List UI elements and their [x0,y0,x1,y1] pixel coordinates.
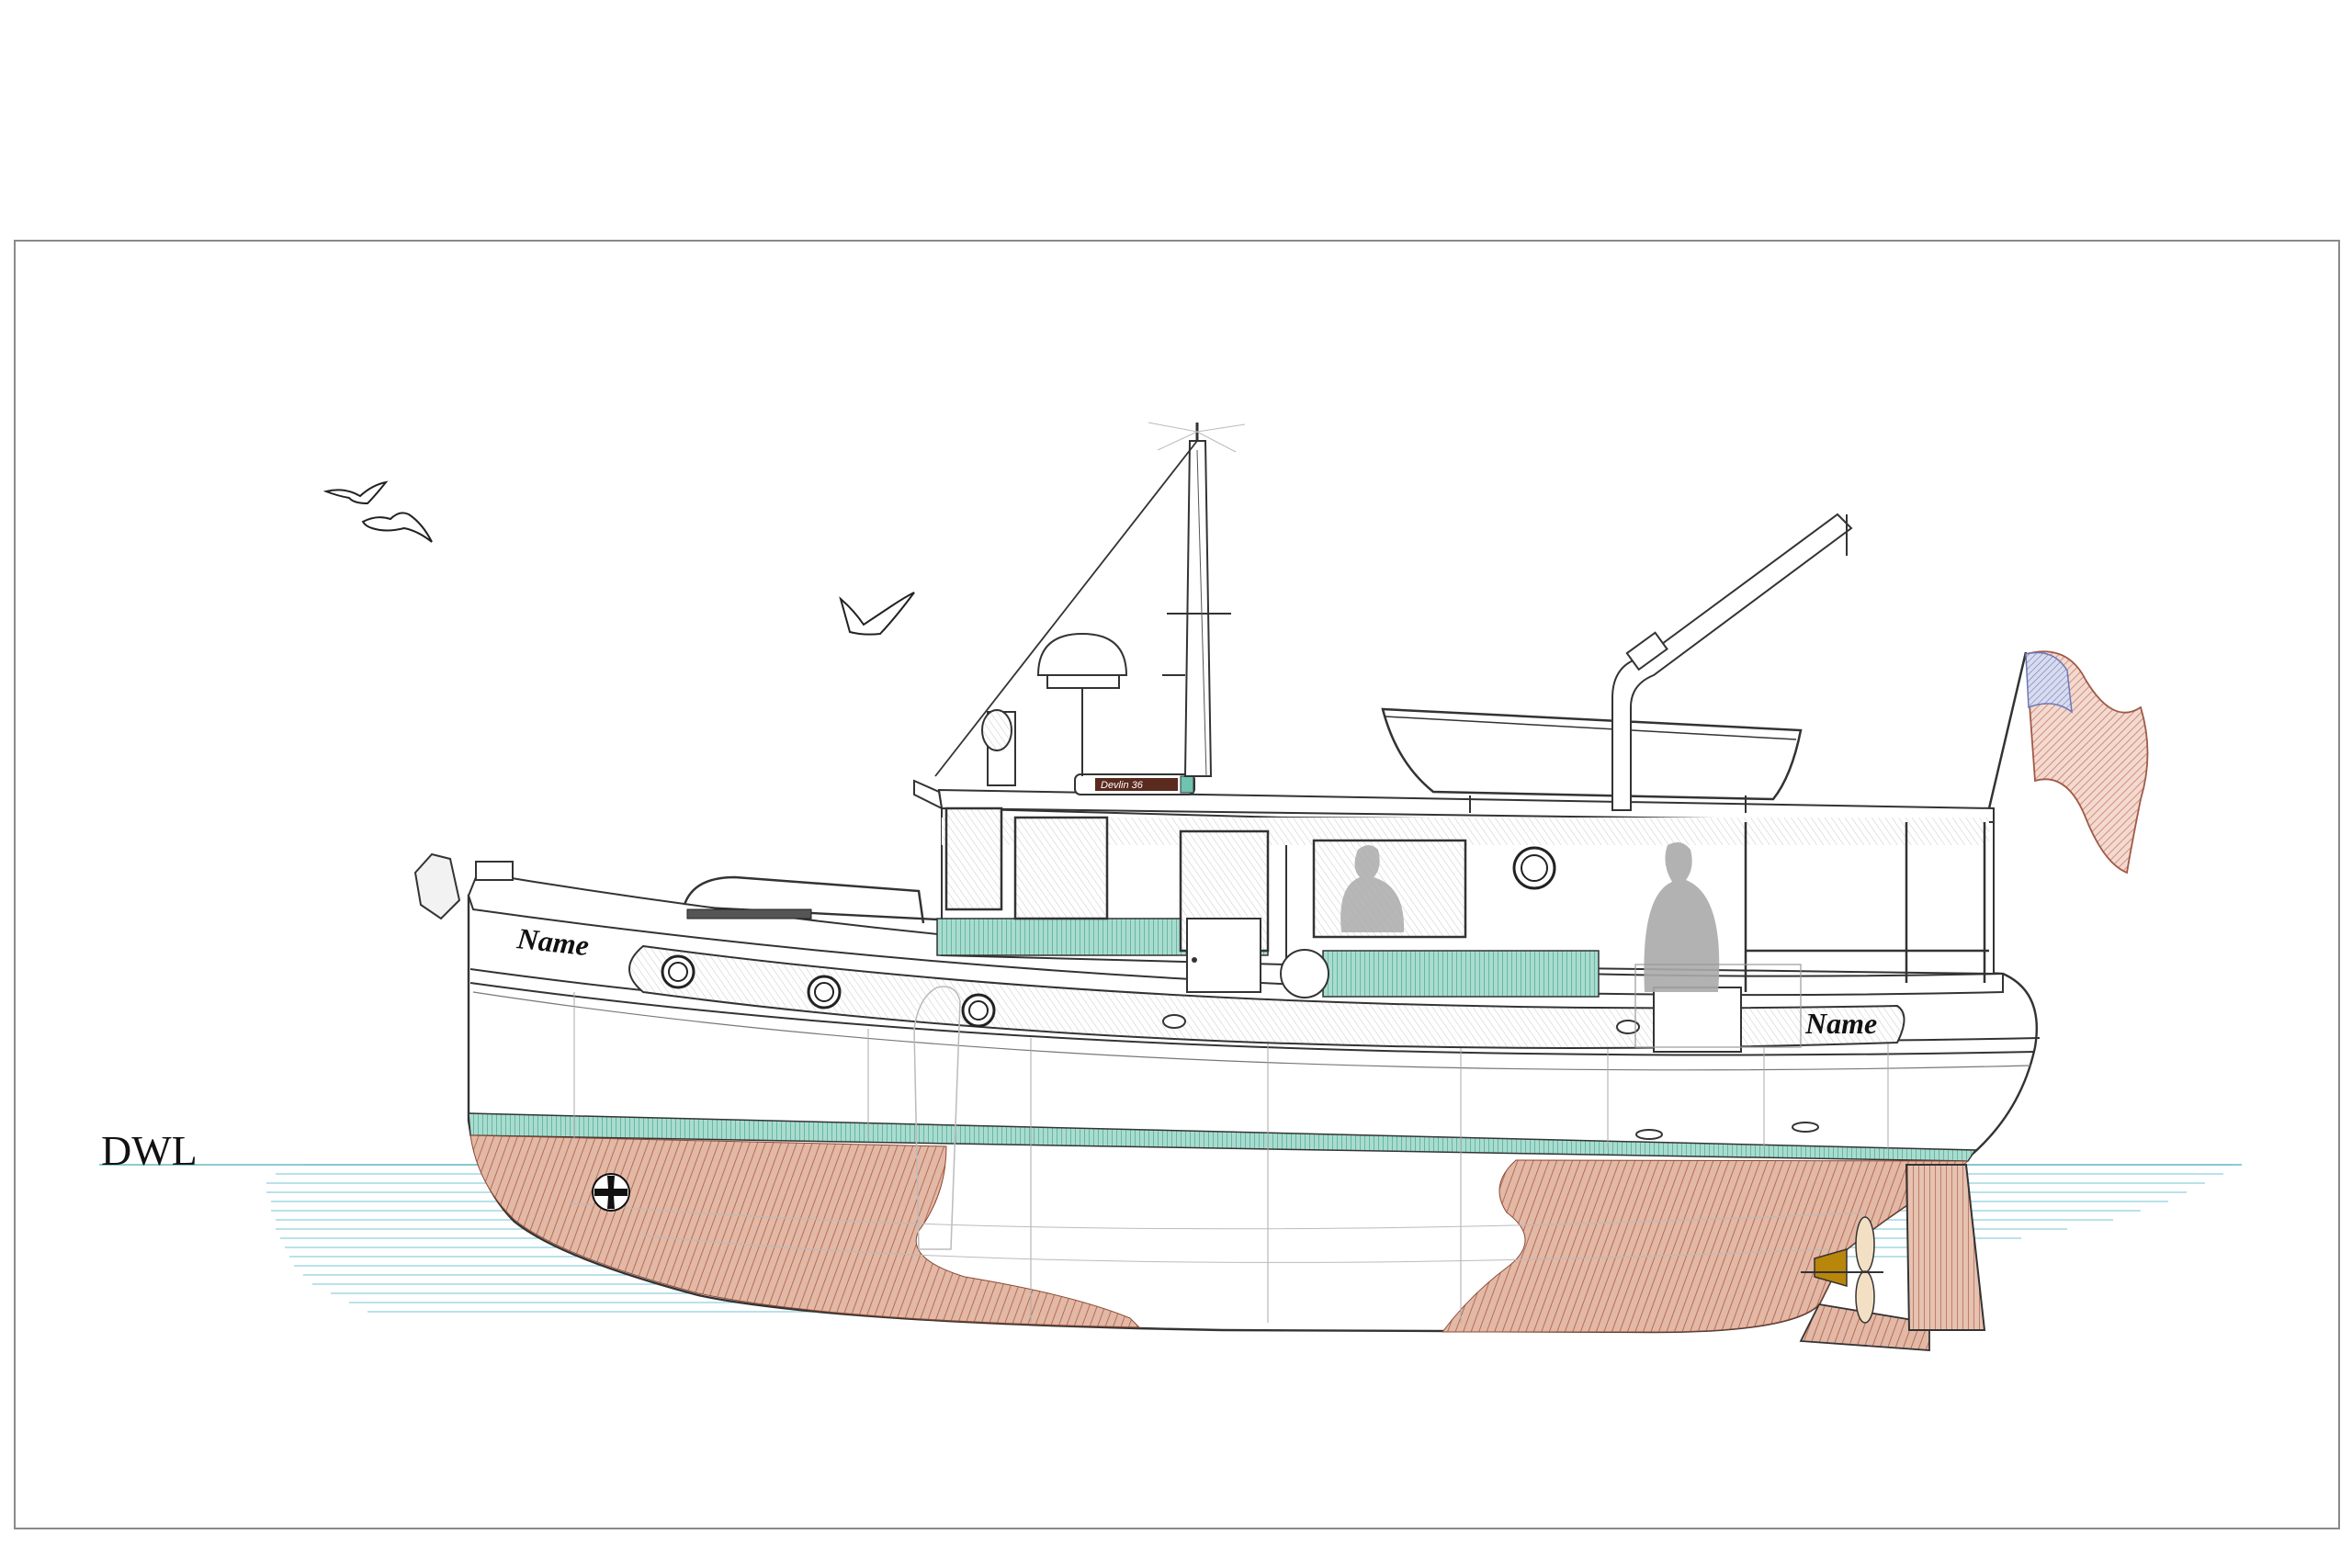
crosshair-mark-icon [592,1173,630,1212]
waterline-label: DWL [101,1127,198,1174]
radar-dome [1036,632,1128,776]
prop-icon [1801,1216,1883,1324]
person-silhouette [1644,841,1720,992]
ventilator-cowl [981,709,1016,786]
bottom-paint-forward [469,1134,1141,1328]
bow-hull-name: Name [514,921,591,962]
bow-anchor-roller [413,852,514,920]
pilothouse [913,779,1995,1250]
porthole-icon [661,954,996,1028]
davit-crane [1611,513,1853,811]
dinghy [1381,707,1803,813]
drawing-border [14,240,2340,1529]
bottom-paint-aft [1441,1159,1970,1333]
person-silhouette [1340,845,1405,932]
foredeck-rail [683,875,925,924]
rudder [1905,1164,1986,1331]
nameboard: Devlin 36 [1074,773,1195,795]
mast [934,422,1246,777]
seagull-icon [322,480,915,636]
flag-staff [1987,651,2028,809]
svg-text:Devlin 36: Devlin 36 [1101,780,1144,791]
life-ring [1280,949,1329,998]
american-flag-icon [2025,650,2149,874]
stern-hull-name: Name [1804,1007,1877,1040]
